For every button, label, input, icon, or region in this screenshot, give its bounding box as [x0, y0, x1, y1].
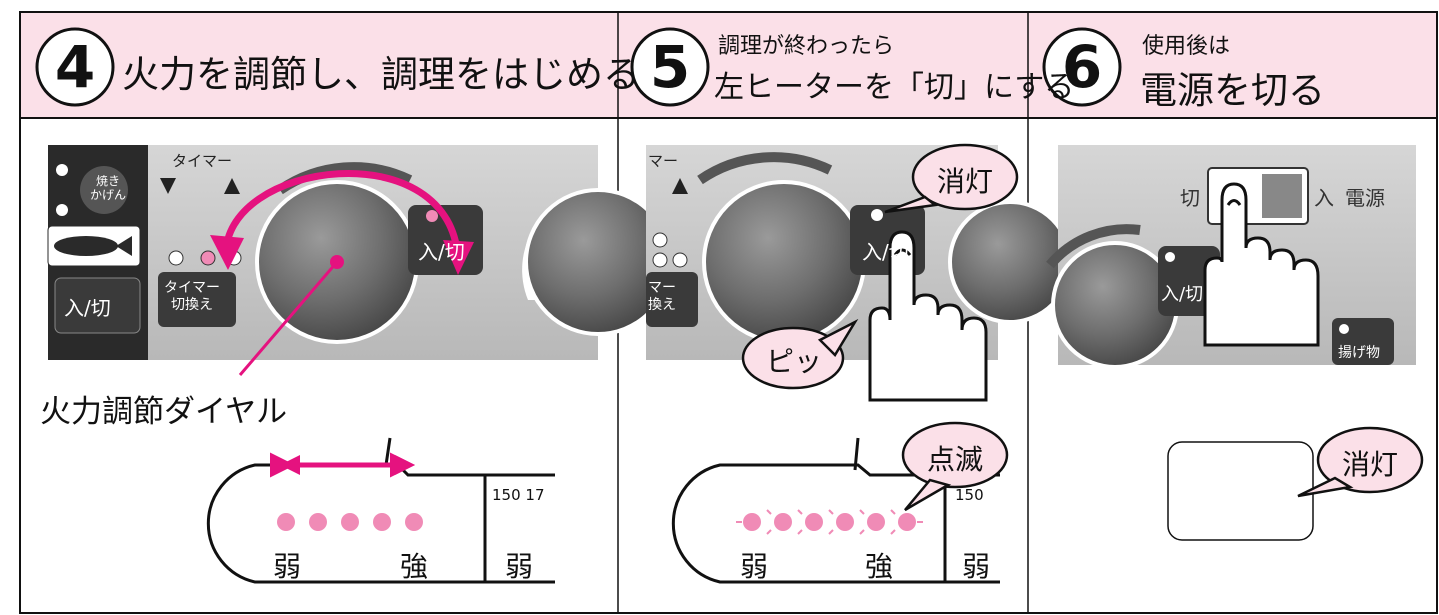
callout-beep-text: ピッ: [766, 345, 823, 378]
heat-dial-label: 火力調節ダイヤル: [40, 394, 288, 430]
step-6-subtitle: 使用後は: [1142, 34, 1231, 59]
step-6-number: 6: [1061, 33, 1103, 101]
scale-weak-5: 弱: [740, 550, 769, 583]
scale-strong-4: 強: [400, 550, 429, 583]
scale-strong-5: 強: [865, 550, 894, 583]
outer-border: [19, 11, 1438, 614]
step-5-circle: [630, 27, 710, 107]
switch-off-label: 切: [1180, 186, 1200, 210]
step-6-title: 電源を切る: [1140, 69, 1325, 112]
timer-label: タイマー: [172, 152, 233, 170]
left-heater-on-off-label-5: 入/切: [862, 240, 909, 264]
scale-next-weak-4: 弱: [505, 550, 534, 583]
timer-switch-button[interactable]: [158, 272, 236, 327]
timer-switch-label: タイマー 切換え: [164, 280, 220, 313]
step-4-circle: [35, 27, 115, 107]
scale-marks-5: 150: [955, 486, 984, 504]
scale-next-weak-5: 弱: [962, 550, 991, 583]
step-5-number: 5: [649, 33, 691, 101]
scale-marks-4: 150 17: [492, 486, 545, 504]
left-heater-on-off-label: 入/切: [418, 240, 465, 264]
callout-beep: [741, 318, 859, 390]
callout-off-text-6: 消灯: [1342, 448, 1399, 481]
control-panel-4: [47, 145, 672, 376]
grill-doneness-label: 焼き かげん: [90, 174, 127, 202]
step-5-title: 左ヒーターを「切」にする: [714, 70, 1075, 105]
heat-scale-5: [671, 437, 1000, 584]
timer-up-icon[interactable]: [224, 178, 240, 194]
callout-off-5: [884, 143, 1019, 214]
callout-off-text-5: 消灯: [937, 165, 994, 198]
display-window: [1167, 441, 1314, 541]
callout-off-6: [1297, 426, 1424, 498]
fry-label: 揚げ物: [1338, 345, 1380, 361]
fish-grill-icon: [47, 225, 141, 267]
step-4-title: 火力を調節し、調理をはじめる: [122, 53, 640, 96]
heat-scale-4: [206, 437, 555, 584]
grill-on-off-button[interactable]: [54, 277, 141, 334]
on-off-label-6: 入/切: [1161, 284, 1204, 305]
timer-down-icon[interactable]: [160, 178, 176, 194]
callout-blink-text: 点滅: [927, 443, 984, 476]
power-label: 電源: [1345, 186, 1385, 210]
switch-on-label: 入: [1314, 186, 1334, 210]
step-4-number: 4: [54, 33, 96, 101]
timer-label-5: マー: [648, 152, 679, 170]
timer-switch-label-5: マー 換え: [648, 280, 676, 313]
header-band: [20, 12, 1438, 118]
step-5-subtitle: 調理が終わったら: [718, 34, 895, 59]
finger-pointer-icon-6: [1203, 182, 1320, 347]
finger-pointer-icon: [868, 230, 988, 402]
step-6-circle: [1042, 27, 1122, 107]
grill-on-off-label: 入/切: [64, 296, 111, 320]
scale-weak-4: 弱: [273, 550, 302, 583]
callout-blink: [901, 421, 1009, 512]
